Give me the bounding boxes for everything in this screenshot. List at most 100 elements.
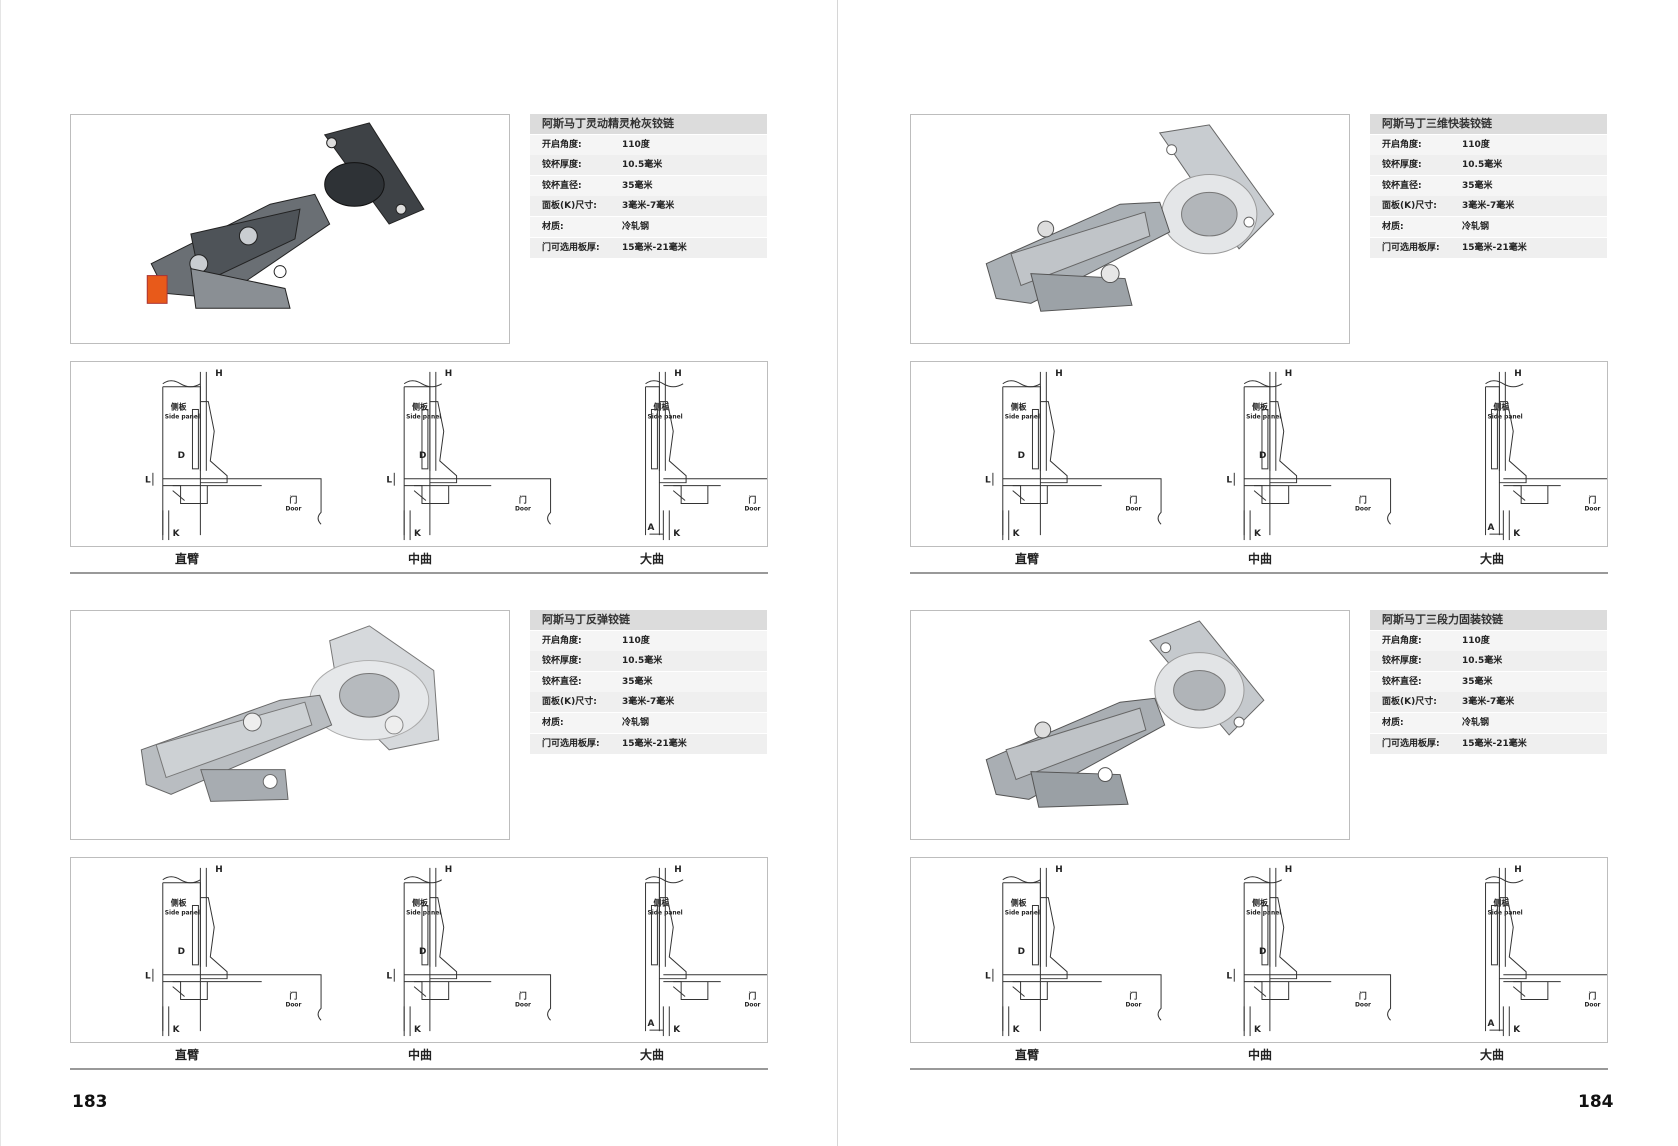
mounting-plate — [1490, 408, 1498, 470]
spec-row: 门可选用板厚:15毫米-21毫米 — [530, 733, 767, 754]
spec-key: 面板(K)尺寸: — [1382, 201, 1437, 212]
spec-title: 阿斯马丁反弹铰链 — [530, 610, 767, 630]
side-panel-label-cn: 侧板 — [653, 897, 669, 907]
hinge-illustration — [140, 625, 440, 802]
k-label: K — [1254, 1025, 1262, 1035]
hinge-arm — [1269, 897, 1298, 980]
cup-arrow — [1512, 986, 1526, 997]
break-line — [645, 380, 684, 388]
spec-table-3: 阿斯马丁反弹铰链 开启角度:110度 铰杯厚度:10.5毫米 铰杯直径:35毫米… — [530, 610, 767, 754]
door-outline — [1244, 974, 1392, 1021]
cup-arrow — [413, 490, 427, 501]
spec-value: 35毫米 — [622, 676, 653, 687]
door-label-cn: 门 — [1588, 990, 1596, 1000]
k-label: K — [1013, 1025, 1021, 1035]
spec-row: 铰杯直径:35毫米 — [1370, 175, 1607, 196]
hinge-arm — [1499, 897, 1527, 980]
hinge-cup — [673, 485, 709, 504]
mount-label-full-crank: 大曲 — [639, 552, 664, 566]
door-label-en: Door — [1584, 505, 1600, 512]
side-panel-label-cn: 侧板 — [1011, 897, 1027, 907]
spec-value: 冷轧钢 — [1462, 221, 1490, 232]
mount-label-half-crank: 中曲 — [1247, 1048, 1272, 1062]
break-line — [162, 380, 201, 388]
spec-value: 110度 — [1462, 635, 1490, 646]
break-line — [1485, 876, 1524, 884]
side-panel-label-cn: 侧板 — [171, 401, 187, 411]
break-line — [1485, 380, 1524, 388]
spec-row: 面板(K)尺寸:3毫米-7毫米 — [530, 692, 767, 713]
side-panel-label-cn: 侧板 — [1011, 401, 1027, 411]
spec-key: 材质: — [1382, 717, 1404, 728]
k-label: K — [173, 1025, 181, 1035]
side-panel-label-cn: 侧板 — [412, 401, 428, 411]
hinge-cup — [673, 981, 709, 1000]
product-photo-3 — [70, 610, 510, 840]
spec-key: 开启角度: — [1382, 635, 1422, 646]
side-panel-label-en: Side panel — [1246, 909, 1281, 916]
spec-row: 铰杯厚度:10.5毫米 — [1370, 155, 1607, 176]
h-label: H — [215, 865, 222, 875]
product-photo-2 — [910, 114, 1350, 344]
spec-value: 冷轧钢 — [622, 717, 650, 728]
spec-table-2: 阿斯马丁三维快装铰链 开启角度:110度 铰杯厚度:10.5毫米 铰杯直径:35… — [1370, 114, 1607, 258]
spec-row: 铰杯厚度:10.5毫米 — [530, 651, 767, 672]
break-line — [645, 876, 684, 884]
mounting-plate — [1490, 904, 1498, 966]
mount-label-half-crank: 中曲 — [407, 552, 432, 566]
spec-key: 开启角度: — [542, 139, 582, 150]
d-label: D — [419, 947, 426, 957]
spec-key: 门可选用板厚: — [1382, 242, 1440, 253]
hinge-cup — [172, 981, 208, 1000]
spec-row: 开启角度:110度 — [1370, 134, 1607, 155]
side-panel-label-en: Side panel — [165, 413, 200, 420]
side-panel-label-en: Side panel — [1005, 413, 1040, 420]
mounting-plate — [1031, 904, 1039, 966]
side-panel-label-cn: 侧板 — [1493, 897, 1509, 907]
mount-label-straight: 直臂 — [174, 552, 199, 566]
hinge-cup — [414, 981, 450, 1000]
spec-key: 铰杯直径: — [542, 676, 582, 687]
k-label: K — [1513, 529, 1521, 539]
door-label-cn: 门 — [748, 990, 756, 1000]
d-label: D — [1018, 947, 1025, 957]
spec-key: 门可选用板厚: — [542, 738, 600, 749]
mounting-plate — [650, 904, 658, 966]
l-label: L — [145, 972, 151, 982]
page-number-right: 184 — [1578, 1092, 1614, 1112]
side-panel-label-en: Side panel — [1246, 413, 1281, 420]
spec-key: 材质: — [542, 221, 564, 232]
section-divider — [910, 1068, 1608, 1070]
hinge-arm — [1499, 401, 1527, 484]
door-outline — [1002, 974, 1162, 1021]
spec-rows: 开启角度:110度 铰杯厚度:10.5毫米 铰杯直径:35毫米 面板(K)尺寸:… — [530, 134, 767, 258]
side-panel-label-cn: 侧板 — [171, 897, 187, 907]
door-label-cn: 门 — [1359, 494, 1367, 504]
hinge-arm — [1040, 401, 1068, 484]
spec-value: 冷轧钢 — [1462, 717, 1490, 728]
h-label: H — [1285, 865, 1292, 875]
mount-label-full-crank: 大曲 — [1479, 1048, 1504, 1062]
door-outline — [162, 974, 322, 1021]
door-outline — [1244, 478, 1392, 525]
break-line — [1002, 380, 1041, 388]
spec-key: 门可选用板厚: — [1382, 738, 1440, 749]
l-label: L — [145, 476, 151, 486]
section-divider — [70, 1068, 768, 1070]
h-label: H — [674, 865, 681, 875]
door-outline — [162, 478, 322, 525]
spec-key: 面板(K)尺寸: — [542, 697, 597, 708]
door-label-en: Door — [1584, 1001, 1600, 1008]
side-panel-label-cn: 侧板 — [653, 401, 669, 411]
a-label: A — [1488, 523, 1495, 533]
break-line — [162, 876, 201, 884]
door-label-en: Door — [744, 1001, 760, 1008]
